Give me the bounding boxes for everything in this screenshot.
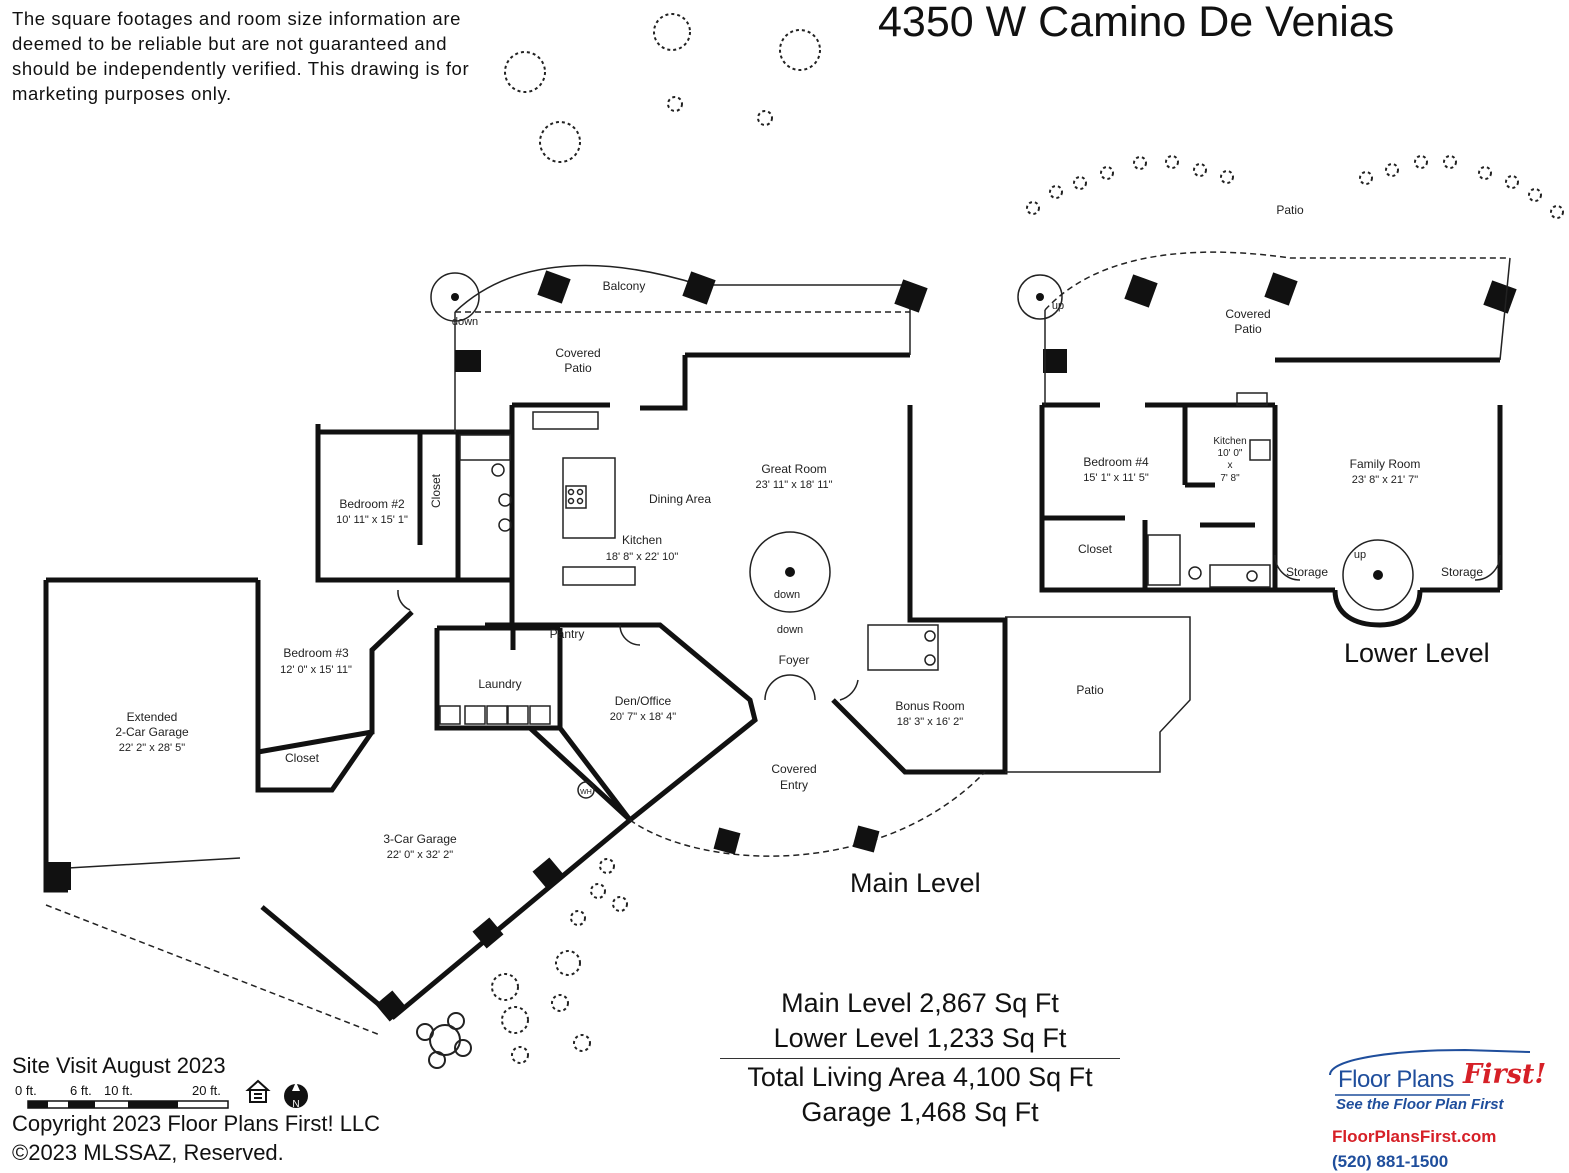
logo-phone: (520) 881-1500 xyxy=(1332,1152,1449,1171)
garage-total: Garage 1,468 Sq Ft xyxy=(801,1097,1039,1127)
site-visit-date: Site Visit August 2023 xyxy=(12,1053,226,1078)
covered-patio-lower-label-2: Patio xyxy=(1234,322,1262,336)
logo-tagline: See the Floor Plan First xyxy=(1336,1096,1504,1113)
family-room-size: 23' 8" x 21' 7" xyxy=(1352,474,1419,486)
copyright-text: Copyright 2023 Floor Plans First! LLC xyxy=(12,1111,381,1136)
logo-first: First! xyxy=(1463,1059,1547,1090)
columns xyxy=(46,270,1517,1022)
stair-down-foyer-label: down xyxy=(777,624,803,636)
balcony-label: Balcony xyxy=(603,279,646,293)
stair-down-balcony-label: down xyxy=(452,316,478,328)
rights-text: ©2023 MLSSAZ, Reserved. xyxy=(12,1140,284,1165)
totals-divider xyxy=(720,1058,1120,1059)
lower-level-label: Lower Level xyxy=(1344,638,1490,668)
extended-garage-label-1: Extended xyxy=(127,710,178,724)
covered-patio-main-label-2: Patio xyxy=(564,361,592,375)
bonus-room-label: Bonus Room xyxy=(895,699,964,713)
patio-table-icon xyxy=(416,1012,472,1069)
total-living-area: Total Living Area 4,100 Sq Ft xyxy=(747,1062,1093,1092)
lower-level-walls xyxy=(1039,357,1503,628)
bedroom3-closet-label: Closet xyxy=(285,751,320,765)
covered-entry-label-2: Entry xyxy=(780,778,808,792)
garage3-size: 22' 0" x 32' 2" xyxy=(387,849,454,861)
tree-icon xyxy=(491,13,1564,1064)
north-arrow-icon: N xyxy=(284,1082,308,1110)
great-room-label: Great Room xyxy=(761,462,826,476)
bonus-room-size: 18' 3" x 16' 2" xyxy=(897,716,964,728)
lower-kitchen-label: Kitchen xyxy=(1213,436,1246,447)
bedroom3-size: 12' 0" x 15' 11" xyxy=(280,664,352,676)
scale-label-0: 0 ft. xyxy=(15,1083,37,1098)
bedroom2-size: 10' 11" x 15' 1" xyxy=(336,514,408,526)
scale-label-6: 6 ft. xyxy=(70,1083,92,1098)
main-level-walls xyxy=(43,352,1008,1020)
bedroom4-closet-label: Closet xyxy=(1078,542,1113,556)
storage-right-label: Storage xyxy=(1441,565,1483,579)
kitchen-label: Kitchen xyxy=(622,533,662,547)
stair-up-lower-label: up xyxy=(1052,300,1064,312)
square-footage-summary: Main Level 2,867 Sq Ft Lower Level 1,233… xyxy=(720,986,1120,1130)
covered-patio-main-label-1: Covered xyxy=(555,346,600,360)
stair-down-inner-label: down xyxy=(774,589,800,601)
den-size: 20' 7" x 18' 4" xyxy=(610,711,677,723)
extended-garage-label-2: 2-Car Garage xyxy=(115,725,189,739)
bedroom4-size: 15' 1" x 11' 5" xyxy=(1083,472,1149,484)
storage-left-label: Storage xyxy=(1286,565,1328,579)
equal-housing-icon xyxy=(245,1079,271,1103)
laundry-label: Laundry xyxy=(478,677,521,691)
kitchen-size: 18' 8" x 22' 10" xyxy=(606,551,679,563)
main-level-label: Main Level xyxy=(850,868,981,898)
garage3-label: 3-Car Garage xyxy=(383,832,457,846)
patio-main-label: Patio xyxy=(1076,683,1104,697)
covered-patio-lower-label-1: Covered xyxy=(1225,307,1270,321)
room-labels: Balcony Covered Patio down Great Room 23… xyxy=(115,203,1483,861)
lower-level-total: Lower Level 1,233 Sq Ft xyxy=(773,1023,1067,1053)
extended-garage-size: 22' 2" x 28' 5" xyxy=(119,742,186,754)
covered-entry-label-1: Covered xyxy=(771,762,816,776)
bedroom3-label: Bedroom #3 xyxy=(283,646,349,660)
foyer-label: Foyer xyxy=(779,653,810,667)
logo-floor-plans: Floor Plans xyxy=(1338,1066,1454,1093)
scale-label-20: 20 ft. xyxy=(192,1083,221,1098)
water-heater-label: WH xyxy=(580,789,592,796)
main-level-total: Main Level 2,867 Sq Ft xyxy=(781,988,1059,1018)
great-room-size: 23' 11" x 18' 11" xyxy=(755,479,832,491)
dining-area-label: Dining Area xyxy=(649,492,711,506)
lower-kitchen-x: x xyxy=(1228,460,1233,471)
logo-url[interactable]: FloorPlansFirst.com xyxy=(1332,1127,1497,1146)
pantry-label: Pantry xyxy=(550,627,585,641)
spiral-stair-icon xyxy=(451,293,1383,580)
scale-bar xyxy=(27,1100,229,1109)
lower-kitchen-width: 10' 0" xyxy=(1218,448,1243,459)
svg-text:N: N xyxy=(292,1099,299,1110)
lower-level-thin-lines xyxy=(1017,251,1511,611)
lower-kitchen-height: 7' 8" xyxy=(1220,473,1240,484)
bedroom4-label: Bedroom #4 xyxy=(1083,455,1149,469)
den-label: Den/Office xyxy=(615,694,672,708)
bedroom2-closet-label: Closet xyxy=(429,473,443,508)
disclaimer-text: The square footages and room size inform… xyxy=(12,8,470,104)
family-room-label: Family Room xyxy=(1350,457,1421,471)
bedroom2-label: Bedroom #2 xyxy=(339,497,405,511)
patio-lower-label: Patio xyxy=(1276,203,1304,217)
scale-label-10: 10 ft. xyxy=(104,1083,133,1098)
stair-up-family-label: up xyxy=(1354,549,1366,561)
logo-frame xyxy=(1329,1048,1531,1096)
property-title: 4350 W Camino De Venias xyxy=(878,0,1395,46)
main-level-thin-lines xyxy=(45,264,1191,1036)
